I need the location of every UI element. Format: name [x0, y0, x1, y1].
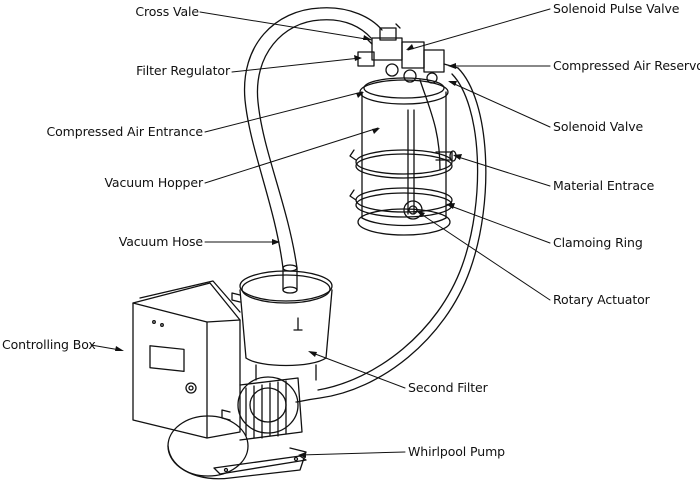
- label-compressed-air-reservoir: Compressed Air Reservoir: [553, 58, 700, 73]
- vacuum-hopper-drawing: [349, 77, 457, 236]
- label-clamping-ring: Clamoing Ring: [553, 235, 643, 250]
- air-tube-drawing: [295, 67, 487, 403]
- whirlpool-pump-drawing: [167, 376, 307, 480]
- label-whirlpool-pump: Whirlpool Pump: [408, 444, 505, 459]
- second-filter-drawing: [231, 270, 333, 381]
- label-vacuum-hopper: Vacuum Hopper: [104, 175, 203, 190]
- label-solenoid-pulse-valve: Solenoid Pulse Valve: [553, 1, 680, 16]
- label-compressed-air-entrance: Compressed Air Entrance: [46, 124, 203, 139]
- label-filter-regulator: Filter Regulator: [136, 63, 230, 78]
- controlling-box-drawing: [132, 280, 241, 439]
- label-rotary-actuator: Rotary Actuator: [553, 292, 650, 307]
- valve-assembly-drawing: [357, 23, 459, 84]
- label-solenoid-valve: Solenoid Valve: [553, 119, 644, 134]
- label-cross-valve: Cross Vale: [135, 4, 199, 19]
- label-second-filter: Second Filter: [408, 380, 488, 395]
- label-material-entrance: Material Entrace: [553, 178, 655, 193]
- leader-lines: [90, 8, 551, 456]
- leader-arrowheads: [115, 35, 462, 458]
- label-controlling-box: Controlling Box: [2, 337, 96, 352]
- label-vacuum-hose: Vacuum Hose: [118, 234, 203, 249]
